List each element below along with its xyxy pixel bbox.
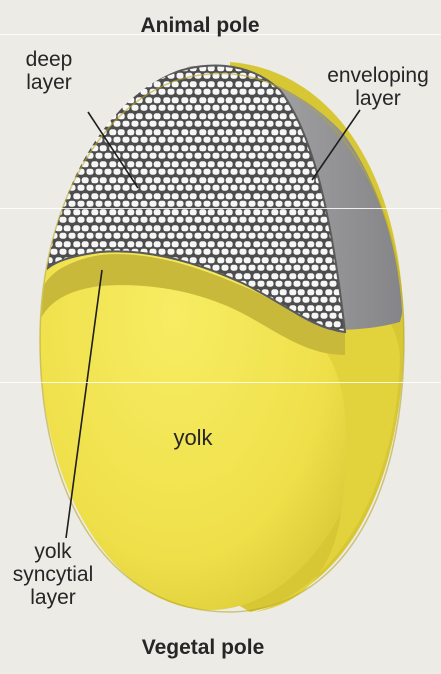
yolk-syncytial-layer-label: yolk syncytial layer xyxy=(8,540,98,609)
scan-artifact xyxy=(0,382,441,383)
scan-artifact xyxy=(0,208,441,209)
deep-layer-label: deep layer xyxy=(16,48,82,94)
enveloping-layer-label: enveloping layer xyxy=(318,64,438,110)
vegetal-pole-label: Vegetal pole xyxy=(118,636,288,659)
animal-pole-label: Animal pole xyxy=(120,14,280,37)
yolk-label: yolk xyxy=(158,426,228,449)
